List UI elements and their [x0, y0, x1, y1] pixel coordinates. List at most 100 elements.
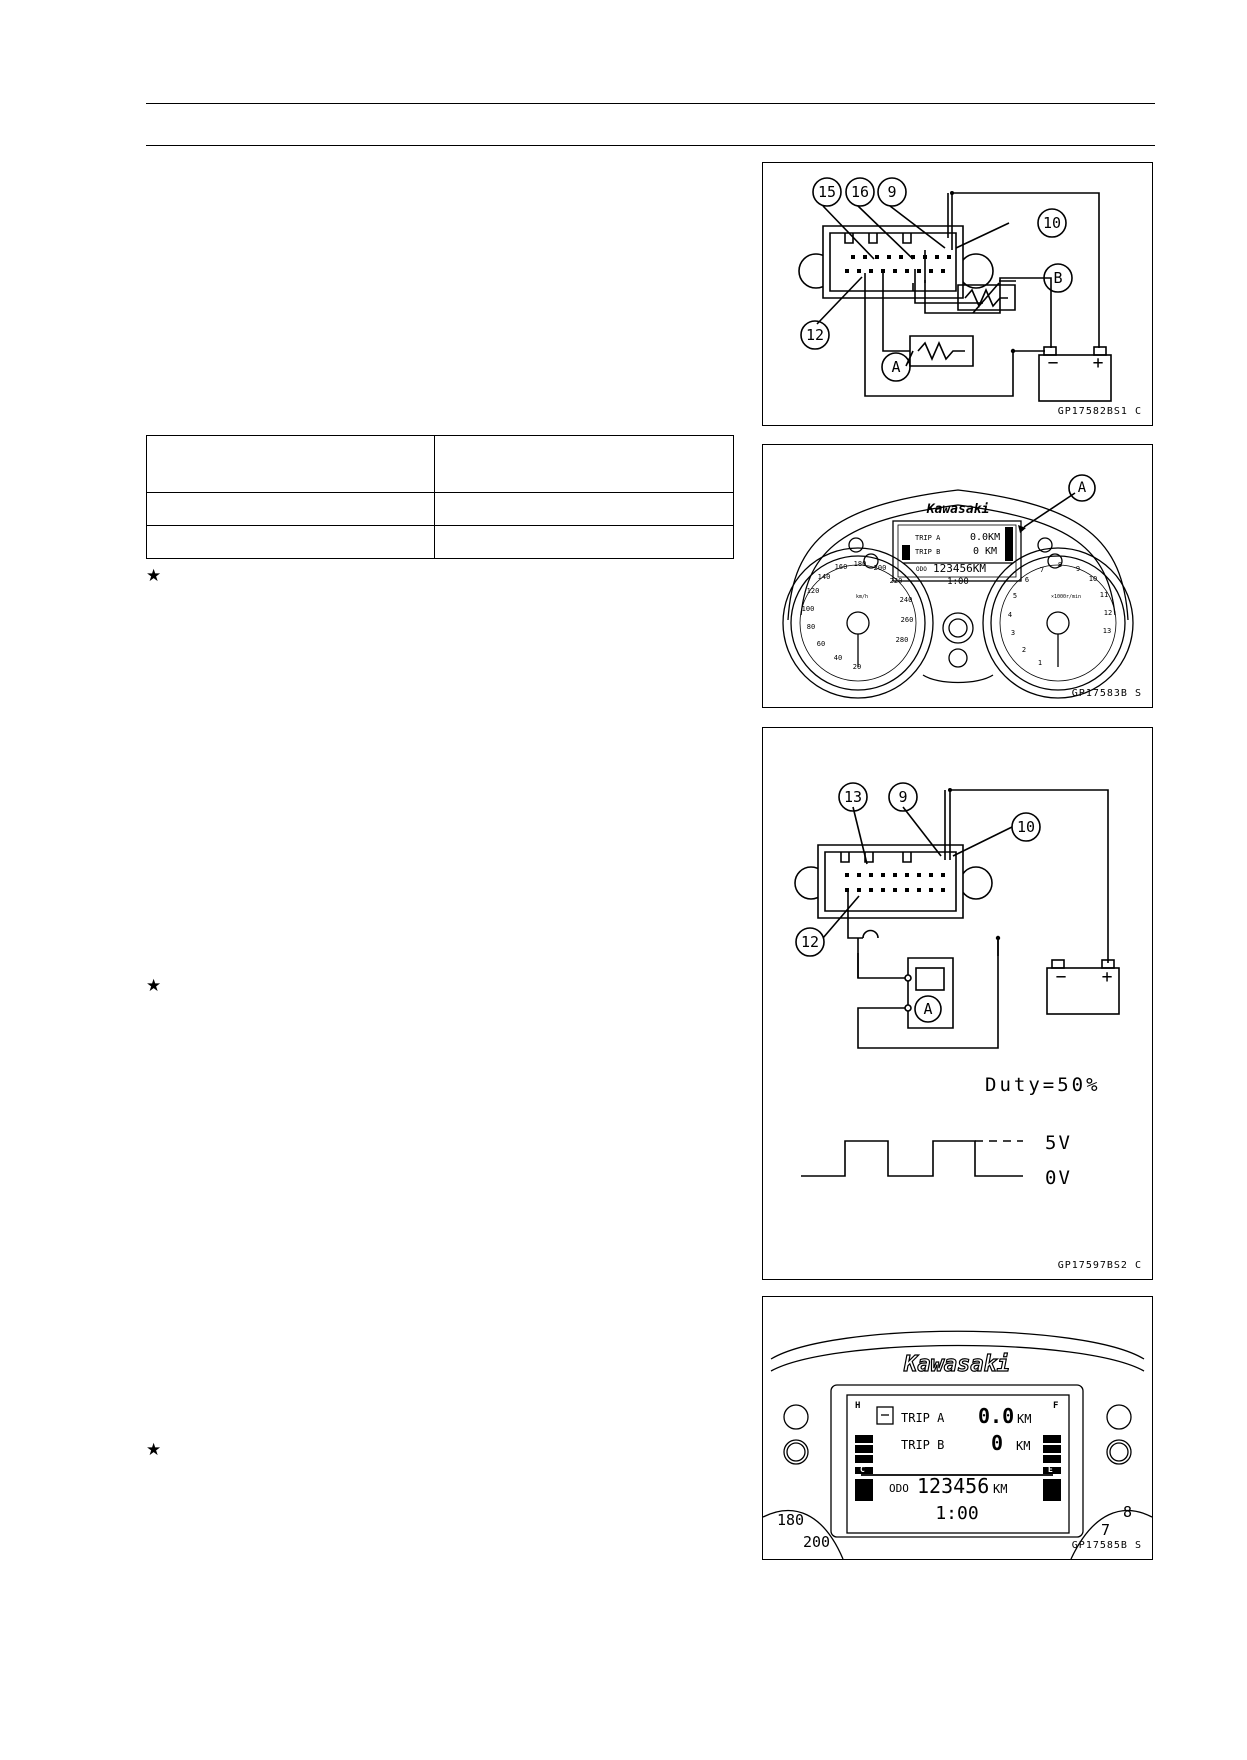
speedo-tick: 80 [807, 623, 815, 631]
dial-right-tick: 7 [1101, 1521, 1110, 1539]
tacho-tick: 5 [1013, 592, 1017, 600]
star-icon: ★ [146, 1440, 162, 1460]
header-rule-top [146, 103, 1155, 104]
duty-label: Duty=50% [985, 1074, 1101, 1096]
trip-b-label: TRIP B [915, 548, 940, 556]
battery-minus: − [1048, 353, 1059, 374]
level-low-label: 0V [1045, 1167, 1072, 1189]
brand-logo: Kawasaki [903, 1352, 1010, 1377]
trip-a-value: 0.0 [978, 1404, 1014, 1428]
trip-b-label: TRIP B [901, 1438, 944, 1452]
display-corner-f: F [1053, 1401, 1058, 1411]
level-high-label: 5V [1045, 1132, 1072, 1154]
pin-label: 12 [806, 326, 824, 344]
speedo-tick: 160 [835, 563, 848, 571]
battery-plus: + [1093, 353, 1104, 374]
callout-label: A [891, 358, 900, 376]
pin-label: 10 [1043, 214, 1061, 232]
speedo-tick: 20 [853, 663, 861, 671]
callout-label: A [923, 1000, 932, 1018]
tacho-tick: 10 [1089, 575, 1097, 583]
table-cell [434, 492, 734, 526]
connector-resistor-diagram: 15 16 9 10 12 A B − + [798, 177, 1112, 402]
speedo-tick: 120 [807, 587, 820, 595]
pin-label: 13 [844, 788, 862, 806]
trip-a-label: TRIP A [915, 534, 941, 542]
star-icon: ★ [146, 976, 162, 996]
odo-value: 123456 [917, 1474, 989, 1498]
header-rule-bottom [146, 145, 1155, 146]
figure-caption: GP17597BS2 C [1057, 1260, 1142, 1271]
dial-left-tick: 180 [777, 1511, 804, 1529]
figure-caption: GP17585B S [1071, 1540, 1142, 1551]
tacho-unit: ×1000r/min [1051, 594, 1081, 600]
meter-unit-drawing: A Kawasaki TRIP A 0.0KM TRIP B 0 KM ODO … [782, 474, 1134, 699]
figure-caption: GP17583B S [1071, 688, 1142, 699]
figure-caption: GP17582BS1 C [1057, 406, 1142, 417]
odo-unit: KM [993, 1482, 1007, 1496]
trip-b-value: 0 KM [973, 546, 997, 557]
tacho-tick: 11 [1100, 591, 1108, 599]
pin-label: 12 [801, 933, 819, 951]
dial-left-tick: 200 [803, 1533, 830, 1551]
speedo-tick: 40 [834, 654, 842, 662]
speedo-tick: 200 [874, 564, 887, 572]
pin-label: 9 [887, 183, 896, 201]
tacho-tick: 3 [1011, 629, 1015, 637]
table-cell [434, 435, 734, 493]
tacho-tick: 2 [1022, 646, 1026, 654]
figure-meter-unit: A Kawasaki TRIP A 0.0KM TRIP B 0 KM ODO … [762, 444, 1153, 708]
speedo-tick: 100 [802, 605, 815, 613]
speedo-tick: 280 [896, 636, 909, 644]
odo-label: ODO [916, 566, 927, 573]
connector-tester-diagram: 13 9 10 12 A − + Duty=50% 5V 0V [794, 782, 1120, 1189]
callout-label: A [1078, 480, 1087, 496]
spec-table [146, 435, 734, 559]
table-cell [146, 525, 435, 559]
table-cell [434, 525, 734, 559]
display-closeup-drawing: Kawasaki H F C E TRIP A 0.0 KM TRIP B 0 … [763, 1330, 1152, 1559]
table-cell [146, 435, 435, 493]
pin-label: 15 [818, 183, 836, 201]
trip-a-label: TRIP A [901, 1411, 945, 1425]
pin-label: 10 [1017, 818, 1035, 836]
tacho-tick: 6 [1025, 576, 1029, 584]
clock: 1:00 [947, 577, 969, 587]
gauge-e-label: E [1048, 1465, 1053, 1474]
dial-right-tick: 8 [1123, 1503, 1132, 1521]
tacho-tick: 7 [1040, 566, 1044, 574]
trip-b-value: 0 [991, 1431, 1003, 1455]
speedo-tick: 60 [817, 640, 825, 648]
tacho-tick: 9 [1076, 565, 1080, 573]
trip-a-value: 0.0KM [970, 532, 1000, 543]
speedo-tick: 240 [900, 596, 913, 604]
star-icon: ★ [146, 566, 162, 586]
clock: 1:00 [935, 1503, 978, 1524]
tacho-tick: 4 [1008, 611, 1012, 619]
battery-plus: + [1102, 967, 1113, 988]
gauge-c-label: C [860, 1465, 865, 1474]
odo-value: 123456KM [933, 562, 986, 575]
brand-logo: Kawasaki [926, 502, 990, 517]
table-cell [146, 492, 435, 526]
figure-connector-tester-waveform: 13 9 10 12 A − + Duty=50% 5V 0V GP17597B… [762, 727, 1153, 1280]
trip-b-unit: KM [1016, 1439, 1030, 1453]
speedo-tick: 140 [818, 573, 831, 581]
trip-a-unit: KM [1017, 1412, 1031, 1426]
tacho-tick: 1 [1038, 659, 1042, 667]
callout-label: B [1053, 269, 1062, 287]
tacho-tick: 8 [1058, 561, 1062, 569]
odo-label: ODO [889, 1482, 909, 1495]
figure-connector-resistor-wiring: 15 16 9 10 12 A B − + GP17582BS1 C [762, 162, 1153, 426]
speedo-unit: km/h [856, 594, 868, 600]
speedo-tick: 220 [890, 577, 903, 585]
speedo-tick: 180 [854, 560, 867, 568]
pin-label: 16 [851, 183, 869, 201]
figure-display-closeup: Kawasaki H F C E TRIP A 0.0 KM TRIP B 0 … [762, 1296, 1153, 1560]
display-corner-h: H [855, 1401, 860, 1411]
speedo-tick: 260 [901, 616, 914, 624]
pin-label: 9 [898, 788, 907, 806]
tacho-tick: 13 [1103, 627, 1111, 635]
tacho-tick: 12 [1104, 609, 1112, 617]
battery-minus: − [1056, 967, 1067, 988]
